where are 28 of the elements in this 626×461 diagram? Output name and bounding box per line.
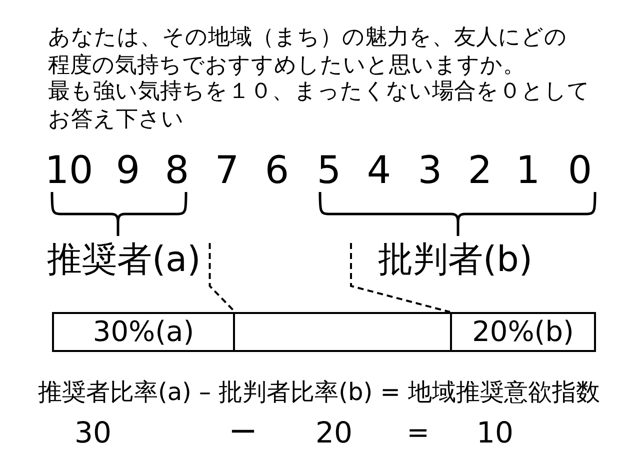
scale-number: 3 — [418, 151, 442, 189]
formula-value: 10 — [476, 418, 514, 448]
formula-text: 推奨者比率(a) – 批判者比率(b) = 地域推奨意欲指数 — [38, 380, 600, 404]
scale-number: 5 — [316, 151, 342, 189]
bar-segment — [52, 312, 235, 352]
leader-line — [350, 243, 450, 313]
scale-number: 6 — [264, 151, 290, 189]
scale-number: 4 — [366, 151, 392, 189]
minus-sign: ー — [230, 420, 256, 446]
category-label: 推奨者(a) — [47, 240, 201, 280]
bar-segment — [233, 312, 452, 352]
question-text: 最も強い気持ちを１０、まったくない場合を０としてお答え下さい — [48, 78, 591, 133]
formula-value: 20 — [316, 418, 352, 448]
leader-line — [208, 243, 236, 313]
scale-number: 7 — [214, 151, 240, 189]
equals-sign: = — [406, 420, 430, 446]
percentage-label: 20%(b) — [472, 318, 574, 346]
scale-number: 0 — [568, 151, 592, 189]
scale-number: 10 — [44, 151, 94, 189]
scale-number: 9 — [116, 151, 140, 189]
formula-value: 30 — [74, 418, 112, 448]
scale-number: 8 — [164, 151, 190, 189]
question-text: あなたは、その地域（まち）の魅力を、友人にどの程度の気持ちでおすすめしたいと思いますか。 — [48, 24, 568, 79]
category-label: 批判者(b) — [378, 240, 533, 280]
scale-number: 2 — [468, 151, 492, 189]
bar-segment — [450, 312, 596, 352]
scale-number: 1 — [516, 151, 540, 189]
percentage-label: 30%(a) — [92, 318, 194, 346]
